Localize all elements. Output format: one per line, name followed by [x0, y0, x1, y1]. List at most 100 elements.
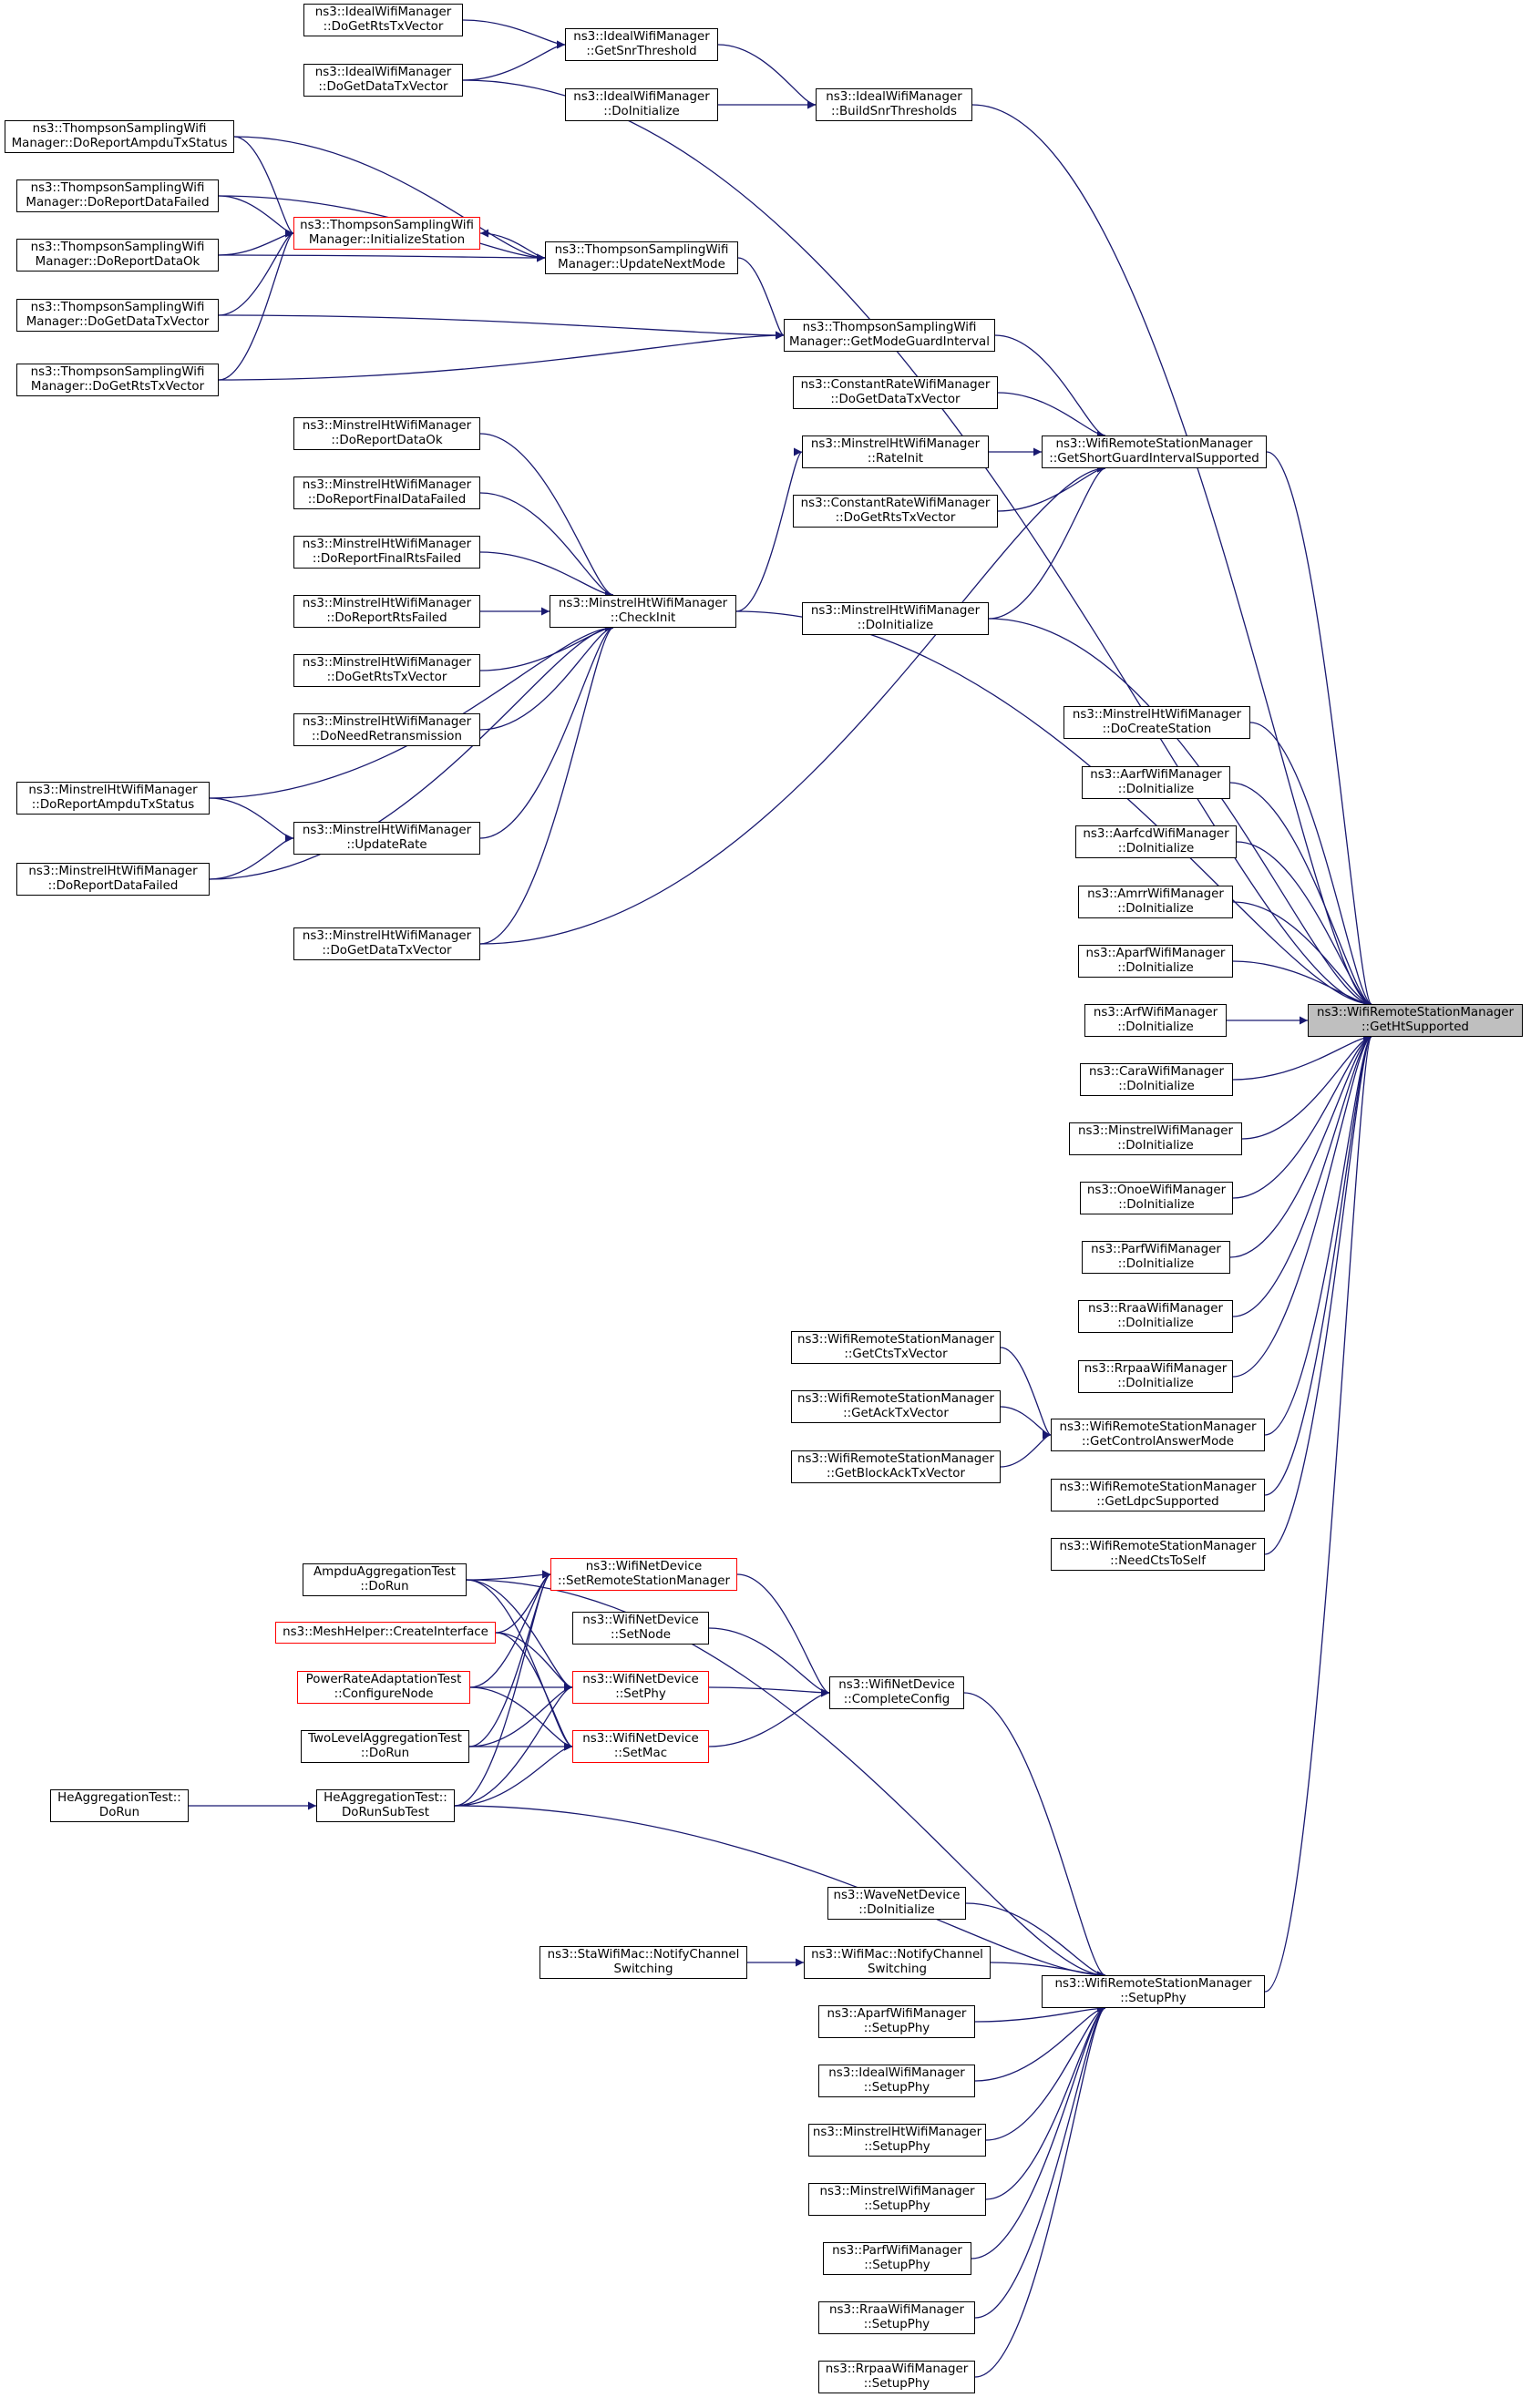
- node-he-dorun[interactable]: HeAggregationTest::DoRun: [50, 1789, 189, 1822]
- node-aparf-doinit[interactable]: ns3::AparfWifiManager::DoInitialize: [1078, 945, 1233, 978]
- node-pra-test[interactable]: PowerRateAdaptationTest::ConfigureNode: [297, 1671, 470, 1704]
- node-wnd-setnode[interactable]: ns3::WifiNetDevice::SetNode: [572, 1612, 709, 1645]
- node-label-line: ::DoInitialize: [1117, 961, 1194, 975]
- node-label-line: ::BuildSnrThresholds: [830, 105, 958, 118]
- node-mht-doinit[interactable]: ns3::MinstrelHtWifiManager::DoInitialize: [802, 602, 989, 635]
- node-ideal-getsnr[interactable]: ns3::IdealWifiManager::GetSnrThreshold: [565, 28, 718, 61]
- call-edge: [218, 195, 294, 238]
- node-mht-finalrts[interactable]: ns3::MinstrelHtWifiManager::DoReportFina…: [293, 536, 480, 569]
- node-mht-rtsfailed[interactable]: ns3::MinstrelHtWifiManager::DoReportRtsF…: [293, 595, 480, 628]
- node-ideal-dodatavec[interactable]: ns3::IdealWifiManager::DoGetDataTxVector: [303, 64, 463, 97]
- call-edge: [218, 314, 785, 340]
- node-wrsm-ldpc[interactable]: ns3::WifiRemoteStationManager::GetLdpcSu…: [1051, 1479, 1265, 1511]
- call-edge: [1229, 782, 1372, 1009]
- call-edge: [985, 2003, 1106, 2141]
- node-arf-doinit[interactable]: ns3::ArfWifiManager::DoInitialize: [1084, 1004, 1227, 1037]
- node-aarf-doinit[interactable]: ns3::AarfWifiManager::DoInitialize: [1082, 766, 1230, 799]
- node-wave-doinit[interactable]: ns3::WaveNetDevice::DoInitialize: [827, 1887, 966, 1920]
- node-rraa-doinit[interactable]: ns3::RraaWifiManager::DoInitialize: [1078, 1300, 1233, 1333]
- node-cr-rtsvec[interactable]: ns3::ConstantRateWifiManager::DoGetRtsTx…: [793, 495, 998, 528]
- node-minstrel-setupphy[interactable]: ns3::MinstrelWifiManager::SetupPhy: [808, 2183, 986, 2216]
- node-label-line: ::GetAckTxVector: [843, 1407, 949, 1420]
- call-edge: [479, 623, 614, 731]
- node-rrpaa-doinit[interactable]: ns3::RrpaaWifiManager::DoInitialize: [1078, 1360, 1233, 1393]
- node-minstrel-doinit[interactable]: ns3::MinstrelWifiManager::DoInitialize: [1069, 1122, 1242, 1155]
- node-amrr-doinit[interactable]: ns3::AmrrWifiManager::DoInitialize: [1078, 886, 1233, 918]
- node-cr-datavec[interactable]: ns3::ConstantRateWifiManager::DoGetDataT…: [793, 376, 998, 409]
- node-mht-rateinit[interactable]: ns3::MinstrelHtWifiManager::RateInit: [802, 435, 989, 468]
- node-wrsm-ctrlans[interactable]: ns3::WifiRemoteStationManager::GetContro…: [1051, 1419, 1265, 1451]
- node-wnd-setrsm[interactable]: ns3::WifiNetDevice::SetRemoteStationMana…: [550, 1558, 737, 1591]
- call-edge: [462, 19, 566, 49]
- node-mht-dataok[interactable]: ns3::MinstrelHtWifiManager::DoReportData…: [293, 417, 480, 450]
- node-label-line: ::DoGetRtsTxVector: [323, 20, 444, 34]
- node-ideal-doinit[interactable]: ns3::IdealWifiManager::DoInitialize: [565, 88, 718, 121]
- node-label-line: ns3::MinstrelHtWifiManager: [302, 597, 472, 610]
- node-wrsm-cts[interactable]: ns3::WifiRemoteStationManager::GetCtsTxV…: [791, 1331, 1001, 1364]
- node-wrsm-ack[interactable]: ns3::WifiRemoteStationManager::GetAckTxV…: [791, 1390, 1001, 1423]
- node-label-line: ::ConfigureNode: [334, 1687, 434, 1701]
- node-wrsm-setupphy[interactable]: ns3::WifiRemoteStationManager::SetupPhy: [1042, 1975, 1265, 2008]
- node-wrsm-blockack[interactable]: ns3::WifiRemoteStationManager::GetBlockA…: [791, 1450, 1001, 1483]
- node-label-line: ::DoReportRtsFailed: [326, 611, 447, 625]
- node-cara-doinit[interactable]: ns3::CaraWifiManager::DoInitialize: [1080, 1063, 1233, 1096]
- node-mht-checkinit[interactable]: ns3::MinstrelHtWifiManager::CheckInit: [550, 595, 736, 628]
- node-wrsm-ctsself[interactable]: ns3::WifiRemoteStationManager::NeedCtsTo…: [1051, 1538, 1265, 1571]
- node-label-line: ::CompleteConfig: [843, 1693, 950, 1706]
- node-label-line: Manager::GetModeGuardInterval: [789, 335, 990, 349]
- node-mht-createsta[interactable]: ns3::MinstrelHtWifiManager::DoCreateStat…: [1063, 706, 1250, 739]
- call-edge: [971, 2003, 1106, 2259]
- node-label-line: Manager::InitializeStation: [308, 233, 466, 247]
- node-wnd-setmac[interactable]: ns3::WifiNetDevice::SetMac: [572, 1730, 709, 1763]
- node-label-line: ns3::ThompsonSamplingWifi: [30, 365, 205, 379]
- node-label-line: ns3::WifiRemoteStationManager: [1054, 1977, 1252, 1991]
- node-mht-rtsvec[interactable]: ns3::MinstrelHtWifiManager::DoGetRtsTxVe…: [293, 654, 480, 687]
- node-mht-finaldata[interactable]: ns3::MinstrelHtWifiManager::DoReportFina…: [293, 476, 480, 509]
- node-mht-updaterate[interactable]: ns3::MinstrelHtWifiManager::UpdateRate: [293, 822, 480, 855]
- call-edge: [965, 1902, 1106, 1980]
- node-wnd-setphy[interactable]: ns3::WifiNetDevice::SetPhy: [572, 1671, 709, 1704]
- node-label-line: ns3::ParfWifiManager: [1091, 1243, 1221, 1256]
- node-mht-ampdu[interactable]: ns3::MinstrelHtWifiManager::DoReportAmpd…: [16, 782, 210, 815]
- node-mht-needretx[interactable]: ns3::MinstrelHtWifiManager::DoNeedRetran…: [293, 713, 480, 746]
- node-label-line: ::DoInitialize: [1117, 1257, 1195, 1271]
- node-aarfcd-doinit[interactable]: ns3::AarfcdWifiManager::DoInitialize: [1075, 825, 1237, 858]
- node-mht-datavec[interactable]: ns3::MinstrelHtWifiManager::DoGetDataTxV…: [293, 927, 480, 960]
- node-ideal-setupphy[interactable]: ns3::IdealWifiManager::SetupPhy: [818, 2065, 975, 2097]
- node-wrsm-ht[interactable]: ns3::WifiRemoteStationManager::GetHtSupp…: [1308, 1004, 1523, 1037]
- node-tla-test[interactable]: TwoLevelAggregationTest::DoRun: [301, 1730, 469, 1763]
- node-ampdu-test[interactable]: AmpduAggregationTest::DoRun: [303, 1563, 467, 1596]
- node-wrsm-sgi[interactable]: ns3::WifiRemoteStationManager::GetShortG…: [1042, 435, 1267, 468]
- node-parf-setupphy[interactable]: ns3::ParfWifiManager::SetupPhy: [823, 2242, 971, 2275]
- node-mht-datafailed[interactable]: ns3::MinstrelHtWifiManager::DoReportData…: [16, 863, 210, 896]
- node-label-line: ::DoInitialize: [1118, 1198, 1195, 1212]
- node-rrpaa-setupphy[interactable]: ns3::RrpaaWifiManager::SetupPhy: [818, 2361, 975, 2393]
- node-label-line: HeAggregationTest::: [57, 1791, 181, 1805]
- node-wnd-complete[interactable]: ns3::WifiNetDevice::CompleteConfig: [829, 1676, 964, 1709]
- call-edge: [454, 1570, 551, 1807]
- node-label-line: ::DoRun: [360, 1580, 409, 1593]
- call-edge: [708, 1688, 830, 1747]
- node-label-line: ns3::MinstrelHtWifiManager: [302, 824, 472, 837]
- node-onoe-doinit[interactable]: ns3::OnoeWifiManager::DoInitialize: [1080, 1182, 1233, 1214]
- call-edge: [218, 229, 294, 316]
- node-aparf-setupphy[interactable]: ns3::AparfWifiManager::SetupPhy: [818, 2005, 975, 2038]
- node-he-subtest[interactable]: HeAggregationTest::DoRunSubTest: [316, 1789, 455, 1822]
- node-ideal-dortsvec[interactable]: ns3::IdealWifiManager::DoGetRtsTxVector: [303, 4, 463, 36]
- node-mht-setupphy[interactable]: ns3::MinstrelHtWifiManager::SetupPhy: [808, 2124, 986, 2157]
- node-mesh-create[interactable]: ns3::MeshHelper::CreateInterface: [275, 1622, 496, 1644]
- node-ideal-buildsnr[interactable]: ns3::IdealWifiManager::BuildSnrThreshold…: [816, 88, 972, 121]
- node-label-line: ::SetupPhy: [864, 2140, 930, 2154]
- node-rraa-setupphy[interactable]: ns3::RraaWifiManager::SetupPhy: [818, 2301, 975, 2334]
- node-parf-doinit[interactable]: ns3::ParfWifiManager::DoInitialize: [1082, 1241, 1230, 1274]
